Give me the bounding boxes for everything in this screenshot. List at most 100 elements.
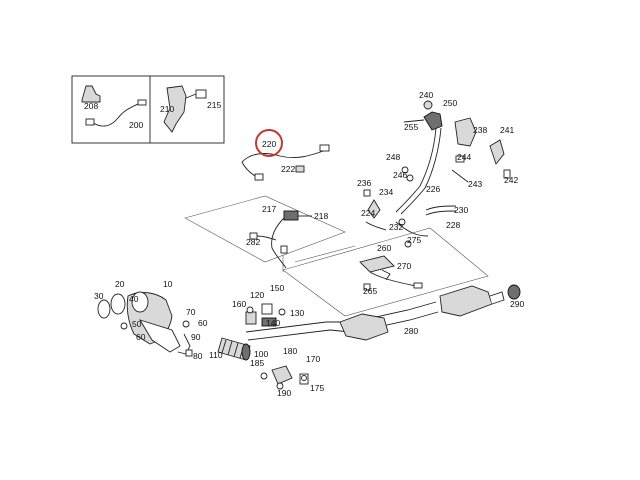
callout-224: 224 bbox=[361, 208, 375, 218]
inset-frame bbox=[71, 75, 225, 144]
callout-230: 230 bbox=[454, 205, 468, 215]
guide-quad-left bbox=[184, 195, 346, 263]
guide-quad-right bbox=[282, 227, 489, 317]
callout-160: 160 bbox=[232, 299, 246, 309]
sensor-220-part bbox=[241, 144, 330, 181]
callout-234: 234 bbox=[379, 187, 393, 197]
bracket-238-part bbox=[454, 117, 477, 147]
callout-200: 200 bbox=[129, 120, 143, 130]
callout-100: 100 bbox=[254, 349, 268, 359]
callout-20: 20 bbox=[115, 279, 125, 289]
nut-190-part bbox=[276, 382, 284, 390]
callout-280: 280 bbox=[404, 326, 418, 336]
clamp-248-part bbox=[401, 166, 409, 174]
callout-170: 170 bbox=[306, 354, 320, 364]
sensor-217-part bbox=[249, 210, 312, 269]
clip-222-part bbox=[295, 165, 305, 173]
callout-241: 241 bbox=[500, 125, 514, 135]
callout-140: 140 bbox=[266, 318, 280, 328]
callout-275: 275 bbox=[407, 235, 421, 245]
sensor-box-260 bbox=[359, 240, 423, 291]
callout-210: 210 bbox=[160, 104, 174, 114]
callout-236: 236 bbox=[357, 178, 371, 188]
nut-265-part bbox=[363, 283, 371, 291]
resonator-part bbox=[339, 313, 389, 341]
callout-220: 220 bbox=[262, 139, 276, 149]
callout-244: 244 bbox=[457, 152, 471, 162]
clip-275-part bbox=[404, 240, 412, 248]
nut-50-part bbox=[120, 322, 128, 330]
callout-270: 270 bbox=[397, 261, 411, 271]
bracket-270-part bbox=[381, 269, 391, 281]
callout-10: 10 bbox=[163, 279, 173, 289]
callout-240: 240 bbox=[419, 90, 433, 100]
gasket-100-part bbox=[241, 343, 251, 361]
hanger-group-180 bbox=[260, 365, 309, 390]
clamp-232-part bbox=[398, 218, 406, 226]
hanger-group-120 bbox=[245, 303, 286, 327]
callout-70: 70 bbox=[186, 307, 196, 317]
bolt-243-part bbox=[451, 169, 469, 183]
pipe-230-part bbox=[425, 205, 457, 211]
mount-140-part bbox=[261, 317, 277, 327]
clip-80-part bbox=[185, 349, 193, 357]
callout-222: 222 bbox=[281, 164, 295, 174]
egr-pipe-assembly bbox=[363, 100, 511, 237]
nut-240-part bbox=[423, 100, 433, 110]
callout-60: 60 bbox=[136, 332, 146, 342]
bracket-208-part bbox=[81, 85, 101, 103]
callout-80: 80 bbox=[193, 351, 203, 361]
callout-246: 246 bbox=[393, 170, 407, 180]
callout-238: 238 bbox=[473, 125, 487, 135]
clamp-20-part bbox=[110, 293, 126, 315]
sensor-200-cable bbox=[91, 102, 141, 127]
callout-217: 217 bbox=[262, 204, 276, 214]
callout-150: 150 bbox=[270, 283, 284, 293]
bolt-175-part bbox=[301, 375, 307, 381]
callout-282: 282 bbox=[246, 237, 260, 247]
main-pipe-280 bbox=[245, 284, 521, 341]
module-210-part bbox=[163, 85, 187, 133]
bolt-160-part bbox=[246, 306, 254, 314]
bracket-241-part bbox=[489, 139, 505, 165]
sensor-200-tip bbox=[137, 99, 147, 106]
callout-243: 243 bbox=[468, 179, 482, 189]
callout-180: 180 bbox=[283, 346, 297, 356]
callout-290: 290 bbox=[510, 299, 524, 309]
tailpipe-290-part bbox=[507, 284, 521, 300]
sensor-200-plug bbox=[85, 118, 95, 126]
nut-60-part bbox=[182, 320, 190, 328]
hanger-150-part bbox=[261, 303, 273, 315]
bolt-242-part bbox=[503, 169, 511, 179]
callout-110: 110 bbox=[209, 350, 223, 360]
bracket-234-part bbox=[367, 199, 381, 219]
inset-panel bbox=[71, 75, 225, 144]
callout-215: 215 bbox=[207, 100, 221, 110]
muffler-part bbox=[439, 285, 493, 317]
callout-242: 242 bbox=[504, 175, 518, 185]
callout-228: 228 bbox=[446, 220, 460, 230]
callout-190: 190 bbox=[277, 388, 291, 398]
callout-250: 250 bbox=[443, 98, 457, 108]
highlight-ring bbox=[255, 129, 283, 157]
flange-250-part bbox=[423, 111, 443, 131]
callout-130: 130 bbox=[290, 308, 304, 318]
pipe-228-part bbox=[395, 221, 429, 237]
callout-90: 90 bbox=[191, 332, 201, 342]
callout-260: 260 bbox=[377, 243, 391, 253]
callout-255: 255 bbox=[404, 122, 418, 132]
callout-50: 50 bbox=[132, 319, 142, 329]
callout-120: 120 bbox=[250, 290, 264, 300]
callout-30: 30 bbox=[94, 291, 104, 301]
bolt-185-part bbox=[260, 372, 268, 380]
pipe-224-part bbox=[365, 221, 387, 231]
callout-265: 265 bbox=[363, 286, 377, 296]
bolt-130-part bbox=[278, 308, 286, 316]
clip-244-part bbox=[455, 155, 465, 163]
callout-60: 60 bbox=[198, 318, 208, 328]
connector-215-part bbox=[195, 89, 207, 99]
callout-226: 226 bbox=[426, 184, 440, 194]
